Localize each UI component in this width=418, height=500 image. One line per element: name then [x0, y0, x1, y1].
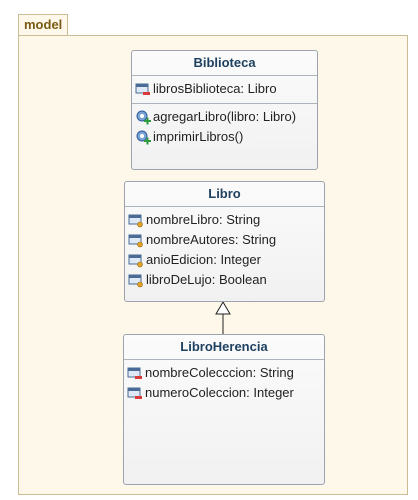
- operation-label: imprimirLibros(): [153, 129, 244, 144]
- package-title: model: [24, 17, 63, 32]
- class-libro[interactable]: Libro nombreLibro: String nombreAutores:: [124, 181, 325, 302]
- attribute-row[interactable]: nombreLibro: String: [125, 210, 324, 230]
- attributes-compartment: nombreColecccion: String numeroColeccion…: [124, 360, 324, 407]
- attribute-row[interactable]: numeroColeccion: Integer: [124, 383, 324, 403]
- class-name: LibroHerencia: [124, 335, 324, 360]
- class-biblioteca[interactable]: Biblioteca librosBiblioteca: Libro: [131, 50, 318, 170]
- class-name: Libro: [125, 182, 324, 207]
- public-method-icon: [135, 129, 151, 145]
- private-field-icon: [127, 365, 143, 381]
- public-method-icon: [135, 109, 151, 125]
- class-name: Biblioteca: [132, 51, 317, 76]
- attribute-row[interactable]: libroDeLujo: Boolean: [125, 270, 324, 290]
- operation-label: agregarLibro(libro: Libro): [153, 109, 297, 124]
- operation-row[interactable]: agregarLibro(libro: Libro): [132, 107, 317, 127]
- package-tab: [18, 14, 68, 36]
- operations-compartment: agregarLibro(libro: Libro) imprimirLibro…: [132, 104, 317, 151]
- attribute-label: libroDeLujo: Boolean: [146, 272, 267, 287]
- protected-field-icon: [128, 252, 144, 268]
- attribute-label: nombreAutores: String: [146, 232, 277, 247]
- attribute-label: numeroColeccion: Integer: [145, 385, 294, 400]
- attribute-label: librosBiblioteca: Libro: [153, 81, 277, 96]
- class-libroherencia[interactable]: LibroHerencia nombreColecccion: String n: [123, 334, 325, 485]
- attribute-row[interactable]: librosBiblioteca: Libro: [132, 79, 317, 99]
- attribute-label: nombreColecccion: String: [145, 365, 294, 380]
- protected-field-icon: [128, 272, 144, 288]
- inheritance-arrowhead: [215, 301, 231, 315]
- attributes-compartment: nombreLibro: String nombreAutores: Strin…: [125, 207, 324, 294]
- operation-row[interactable]: imprimirLibros(): [132, 127, 317, 147]
- attributes-compartment: librosBiblioteca: Libro: [132, 76, 317, 104]
- attribute-label: nombreLibro: String: [146, 212, 261, 227]
- attribute-row[interactable]: anioEdicion: Integer: [125, 250, 324, 270]
- protected-field-icon: [128, 212, 144, 228]
- attribute-label: anioEdicion: Integer: [146, 252, 261, 267]
- attribute-row[interactable]: nombreColecccion: String: [124, 363, 324, 383]
- attribute-row[interactable]: nombreAutores: String: [125, 230, 324, 250]
- private-field-icon: [127, 385, 143, 401]
- private-field-icon: [135, 81, 151, 97]
- protected-field-icon: [128, 232, 144, 248]
